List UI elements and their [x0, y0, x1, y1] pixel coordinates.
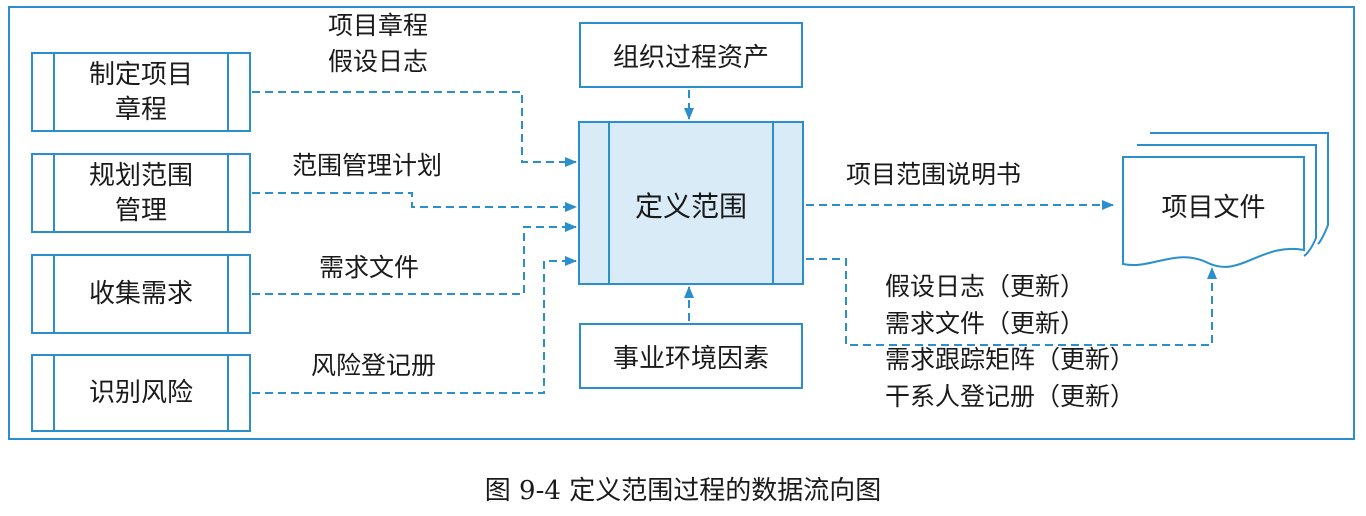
update-item: 需求文件（更新） [885, 309, 1086, 338]
diagram-frame [8, 6, 1355, 440]
input-label-risk-register: 风险登记册 [311, 351, 437, 380]
process-collect-requirements: 收集需求 [31, 254, 251, 334]
document-stack-icon [1122, 132, 1329, 268]
define-scope-process: 定义范围 [578, 121, 804, 285]
process-identify-risks: 识别风险 [31, 354, 251, 432]
define-scope-label: 定义范围 [634, 190, 747, 223]
input-label-charter: 项目章程 [328, 11, 429, 40]
arrow-updates [806, 258, 1217, 346]
input-label-assumption-log: 假设日志 [328, 47, 429, 76]
enterprise-env-factors-box: 事业环境因素 [579, 323, 803, 389]
process-plan-scope: 规划范围 管理 [31, 153, 251, 233]
figure-caption: 图 9-4 定义范围过程的数据流向图 [484, 476, 882, 506]
output-label-scope-statement: 项目范围说明书 [846, 160, 1022, 189]
process-label-line2: 管理 [114, 196, 167, 226]
process-label-line1: 规划范围 [88, 161, 193, 191]
input-label-scope-plan: 范围管理计划 [292, 151, 443, 180]
input-label-requirements-doc: 需求文件 [319, 253, 420, 282]
arrow-requirements [252, 222, 577, 295]
enterprise-env-factors-label: 事业环境因素 [612, 343, 769, 374]
process-label: 收集需求 [88, 279, 193, 309]
arrow-scope-plan [252, 192, 577, 212]
process-label-line2: 章程 [114, 95, 167, 125]
output-doc-label: 项目文件 [1161, 193, 1266, 223]
process-develop-charter: 制定项目 章程 [31, 52, 251, 132]
process-label: 识别风险 [88, 378, 193, 408]
arrow-charter [252, 91, 577, 167]
update-item: 需求跟踪矩阵（更新） [885, 345, 1136, 374]
update-item: 假设日志（更新） [885, 272, 1086, 301]
process-label-line1: 制定项目 [88, 60, 193, 90]
arrow-risk-register [252, 256, 577, 394]
update-item: 干系人登记册（更新） [885, 382, 1136, 411]
org-process-assets-label: 组织过程资产 [612, 42, 769, 73]
org-process-assets-box: 组织过程资产 [579, 22, 803, 88]
